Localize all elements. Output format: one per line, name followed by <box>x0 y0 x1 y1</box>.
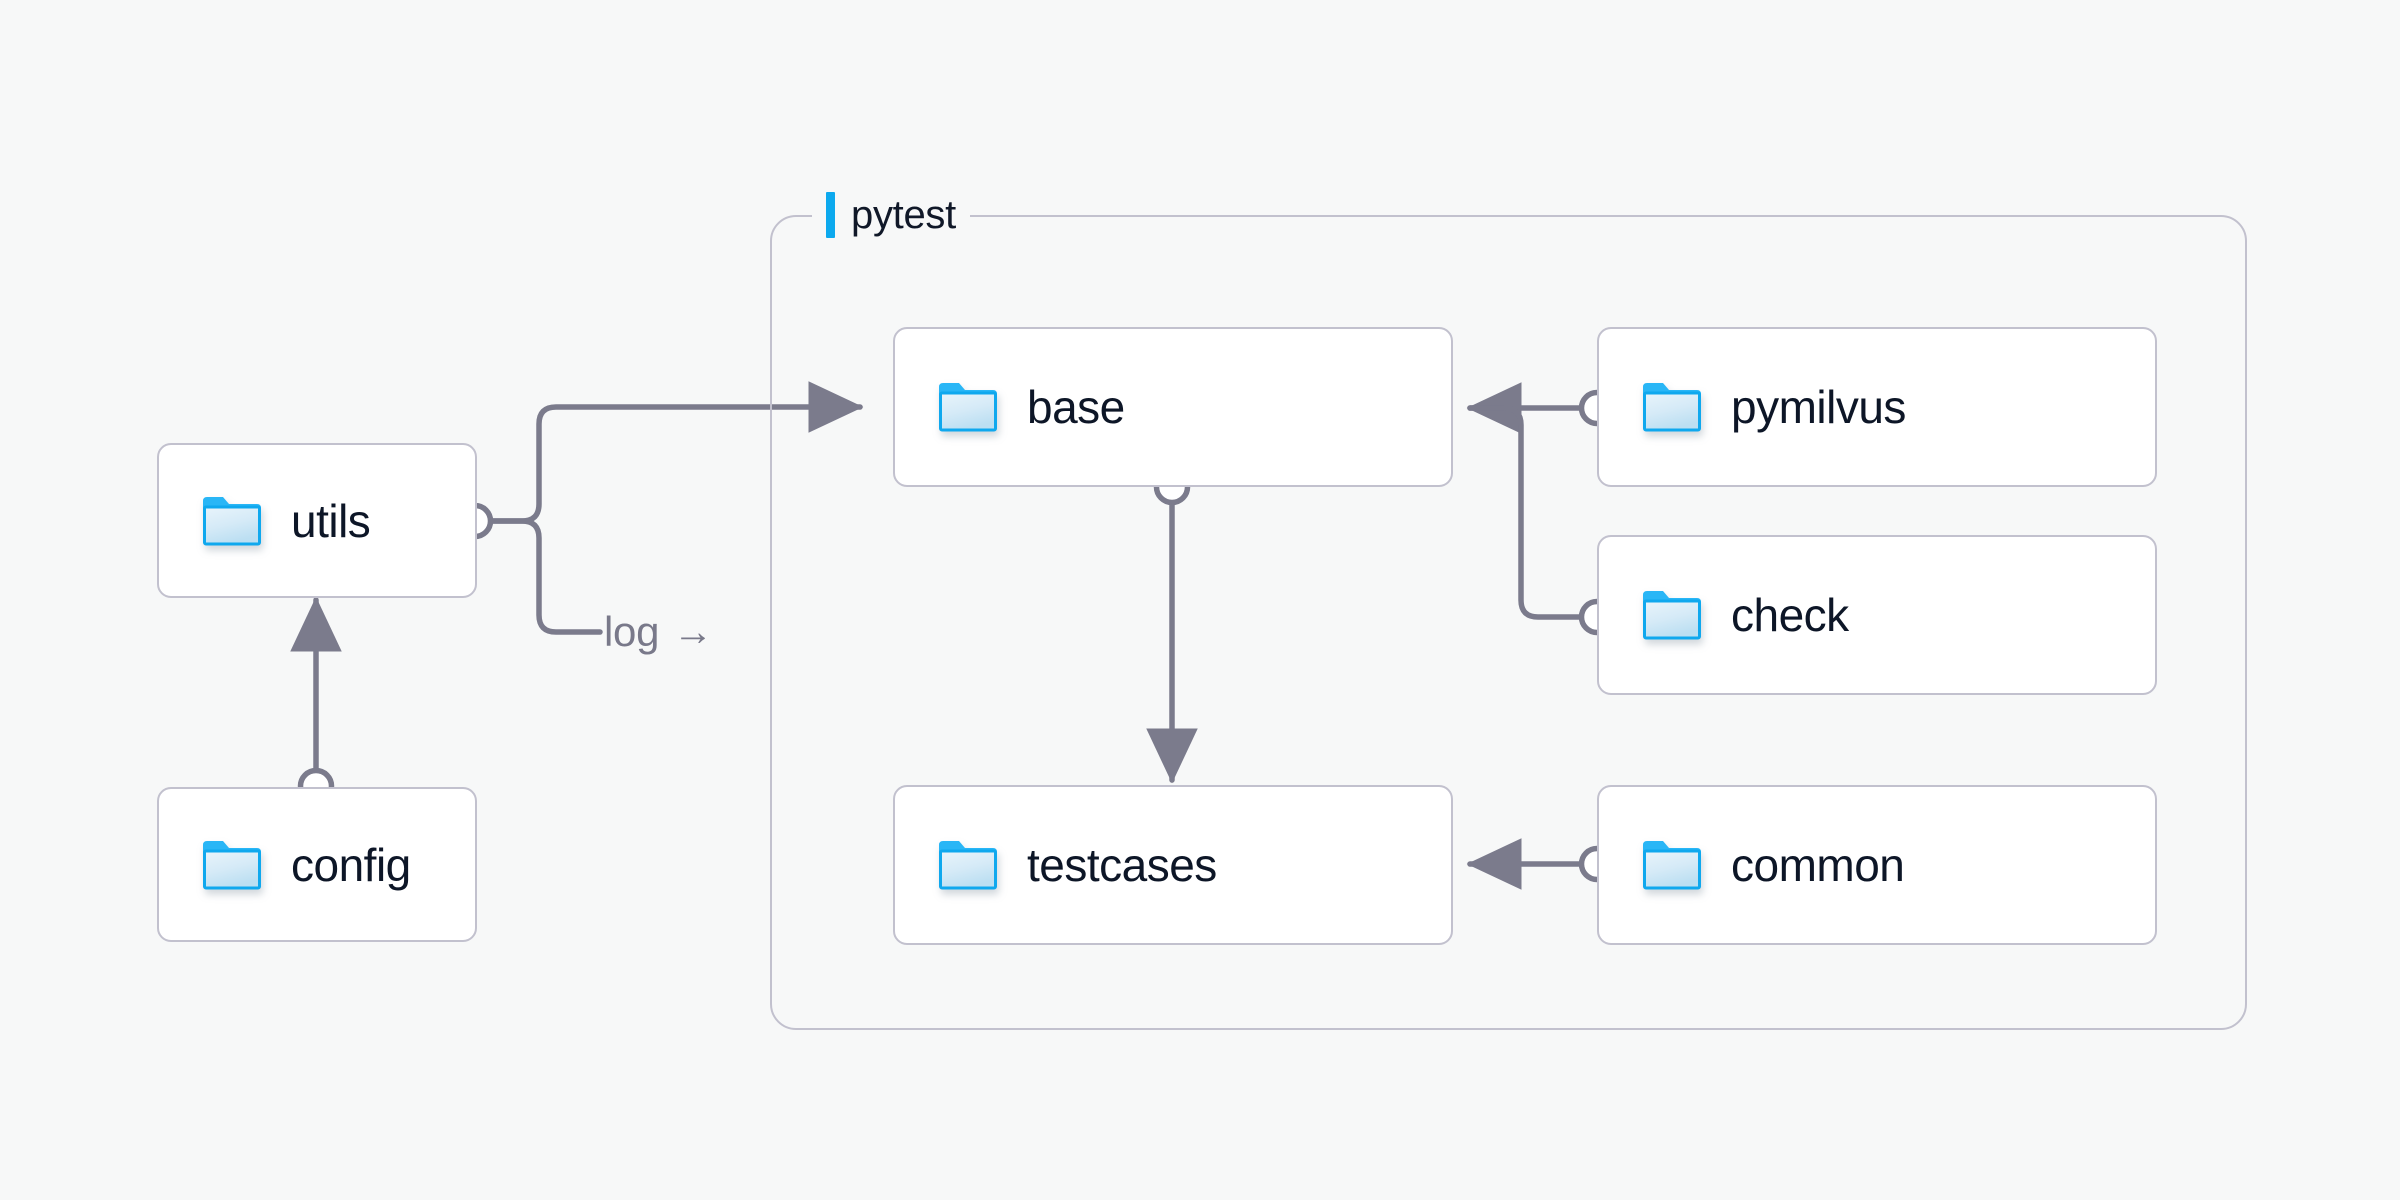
folder-icon <box>201 839 263 891</box>
node-label: utils <box>291 494 371 547</box>
node-base[interactable]: base <box>893 327 1453 487</box>
node-config[interactable]: config <box>157 787 477 942</box>
node-label: config <box>291 838 411 891</box>
node-label: pymilvus <box>1731 381 1906 433</box>
node-label: common <box>1731 839 1905 891</box>
node-label: base <box>1027 381 1125 433</box>
group-pytest-label: pytest <box>812 188 970 242</box>
edge-label-log: log → <box>604 608 713 656</box>
node-pymilvus[interactable]: pymilvus <box>1597 327 2157 487</box>
node-check[interactable]: check <box>1597 535 2157 695</box>
node-testcases[interactable]: testcases <box>893 785 1453 945</box>
folder-icon <box>1641 381 1703 433</box>
edge-utils-log <box>486 518 603 635</box>
group-pytest <box>770 215 2247 1030</box>
arrow-right-icon: → <box>673 610 713 654</box>
node-common[interactable]: common <box>1597 785 2157 945</box>
folder-icon <box>1641 839 1703 891</box>
edge-label-log-text: log <box>604 608 660 655</box>
folder-icon <box>937 381 999 433</box>
accent-bar-icon <box>826 192 835 238</box>
folder-icon <box>937 839 999 891</box>
node-label: testcases <box>1027 839 1217 891</box>
folder-icon <box>1641 589 1703 641</box>
node-utils[interactable]: utils <box>157 443 477 598</box>
folder-icon <box>201 495 263 547</box>
group-title-text: pytest <box>851 192 956 237</box>
node-label: check <box>1731 589 1849 641</box>
